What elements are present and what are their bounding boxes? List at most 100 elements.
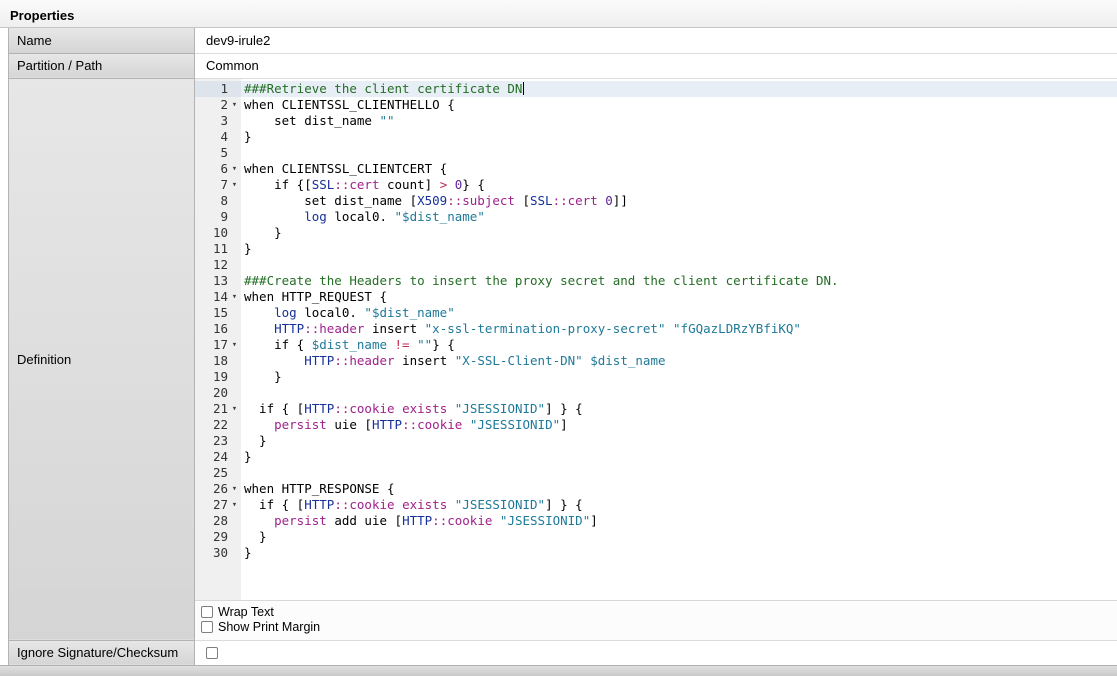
- table-row-partition: Partition / Path Common: [8, 53, 1117, 79]
- editor-line[interactable]: 1 ###Retrieve the client certificate DN: [195, 80, 1117, 97]
- fold-toggle-icon[interactable]: ▾: [231, 339, 238, 350]
- fold-spacer: [228, 385, 241, 401]
- fold-spacer: [228, 529, 241, 545]
- show-print-margin-checkbox[interactable]: [201, 621, 213, 633]
- editor-line[interactable]: 3 set dist_name "": [195, 113, 1117, 129]
- code-line-text[interactable]: log local0. "$dist_name": [304, 208, 485, 224]
- editor-line[interactable]: 11}: [195, 241, 1117, 257]
- line-number: 13: [212, 272, 228, 288]
- code-line-text[interactable]: if {[SSL::cert count] > 0} {: [244, 176, 485, 192]
- editor-line[interactable]: 25: [195, 465, 1117, 481]
- code-line-text[interactable]: if { $dist_name != ""} {: [244, 336, 455, 352]
- code-line-text[interactable]: ###Retrieve the client certificate DN: [241, 80, 1117, 97]
- fold-toggle-icon[interactable]: ▾: [231, 499, 238, 510]
- fold-spacer: [228, 145, 241, 161]
- code-line-text[interactable]: log local0. "$dist_name": [274, 304, 455, 320]
- editor-line[interactable]: 20: [195, 385, 1117, 401]
- editor-line[interactable]: 5: [195, 145, 1117, 161]
- editor-gutter-cell: 30: [195, 545, 241, 561]
- editor-line[interactable]: 14▾ when HTTP_REQUEST {: [195, 289, 1117, 305]
- fold-toggle-icon[interactable]: ▾: [231, 483, 238, 494]
- code-line-text[interactable]: }: [244, 224, 282, 240]
- code-line-text[interactable]: HTTP::header insert "X-SSL-Client-DN" $d…: [304, 352, 666, 368]
- editor-line[interactable]: 2▾when CLIENTSSL_CLIENTHELLO {: [195, 97, 1117, 113]
- code-line-text[interactable]: }: [244, 544, 252, 560]
- editor-line[interactable]: 6▾when CLIENTSSL_CLIENTCERT {: [195, 161, 1117, 177]
- editor-line[interactable]: 21▾ if { [HTTP::cookie exists "JSESSIONI…: [195, 401, 1117, 417]
- code-line-text[interactable]: }: [244, 432, 267, 448]
- fold-spacer: [228, 81, 241, 97]
- editor-gutter-cell: 28: [195, 513, 241, 529]
- editor-line[interactable]: 7▾ if {[SSL::cert count] > 0} {: [195, 177, 1117, 193]
- editor-line[interactable]: 28 persist add uie [HTTP::cookie "JSESSI…: [195, 513, 1117, 529]
- line-number: 11: [212, 240, 228, 256]
- editor-line[interactable]: 10 }: [195, 225, 1117, 241]
- line-number: 7: [220, 176, 228, 192]
- fold-toggle-icon[interactable]: ▾: [231, 99, 238, 110]
- editor-line[interactable]: 17▾ if { $dist_name != ""} {: [195, 337, 1117, 353]
- fold-spacer: [228, 433, 241, 449]
- editor-line[interactable]: 9 log local0. "$dist_name": [195, 209, 1117, 225]
- section-title: Properties: [10, 8, 75, 23]
- ignore-signature-checkbox[interactable]: [206, 646, 218, 659]
- line-number: 20: [212, 384, 228, 400]
- code-line-text[interactable]: if { [HTTP::cookie exists "JSESSIONID"] …: [244, 400, 583, 416]
- table-row-ignore-signature: Ignore Signature/Checksum: [8, 640, 1117, 666]
- editor-gutter-cell: 3: [195, 113, 241, 129]
- code-line-text[interactable]: }: [244, 240, 252, 256]
- code-line-text[interactable]: when CLIENTSSL_CLIENTCERT {: [244, 160, 448, 176]
- fold-toggle-icon[interactable]: ▾: [231, 403, 238, 414]
- wrap-text-checkbox[interactable]: [201, 606, 213, 618]
- editor-line[interactable]: 19 }: [195, 369, 1117, 385]
- editor-option[interactable]: Wrap Text: [201, 605, 1117, 620]
- editor-line[interactable]: 22 persist uie [HTTP::cookie "JSESSIONID…: [195, 417, 1117, 433]
- fold-spacer: [228, 545, 241, 561]
- code-line-text[interactable]: when HTTP_REQUEST {: [244, 288, 387, 304]
- code-line-text[interactable]: [241, 145, 1117, 161]
- code-line-text[interactable]: [241, 257, 1117, 273]
- editor-line[interactable]: 12: [195, 257, 1117, 273]
- code-line-text[interactable]: persist add uie [HTTP::cookie "JSESSIONI…: [274, 512, 598, 528]
- line-number: 21: [212, 400, 228, 416]
- code-line-text[interactable]: if { [HTTP::cookie exists "JSESSIONID"] …: [244, 496, 583, 512]
- line-number: 25: [212, 464, 228, 480]
- code-line-text[interactable]: when CLIENTSSL_CLIENTHELLO {: [244, 96, 455, 112]
- code-line-text[interactable]: set dist_name "": [244, 112, 395, 128]
- editor-line[interactable]: 18 HTTP::header insert "X-SSL-Client-DN"…: [195, 353, 1117, 369]
- editor-line[interactable]: 13 ###Create the Headers to insert the pr…: [195, 273, 1117, 289]
- editor-line[interactable]: 8 set dist_name [X509::subject [SSL::cer…: [195, 193, 1117, 209]
- fold-toggle-icon[interactable]: ▾: [231, 179, 238, 190]
- code-line-text[interactable]: when HTTP_RESPONSE {: [244, 480, 395, 496]
- fold-spacer: [228, 129, 241, 145]
- editor-line[interactable]: 24}: [195, 449, 1117, 465]
- code-line-text[interactable]: set dist_name [X509::subject [SSL::cert …: [244, 192, 628, 208]
- editor-line[interactable]: 27▾ if { [HTTP::cookie exists "JSESSIONI…: [195, 497, 1117, 513]
- editor-line[interactable]: 26▾when HTTP_RESPONSE {: [195, 481, 1117, 497]
- code-line-text[interactable]: persist uie [HTTP::cookie "JSESSIONID"]: [274, 416, 568, 432]
- code-line-text[interactable]: ###Create the Headers to insert the prox…: [244, 272, 839, 288]
- code-line-text[interactable]: [241, 465, 1117, 481]
- editor-line[interactable]: 23 }: [195, 433, 1117, 449]
- code-line-text[interactable]: }: [244, 128, 252, 144]
- fold-spacer: [228, 465, 241, 481]
- fold-spacer: [228, 513, 241, 529]
- code-line-text[interactable]: }: [244, 528, 267, 544]
- editor-line[interactable]: 4}: [195, 129, 1117, 145]
- code-line-text[interactable]: }: [244, 368, 282, 384]
- editor-line[interactable]: 15 log local0. "$dist_name": [195, 305, 1117, 321]
- code-line-text[interactable]: HTTP::header insert "x-ssl-termination-p…: [274, 320, 801, 336]
- line-number: 14: [212, 288, 228, 304]
- fold-toggle-icon[interactable]: ▾: [231, 291, 238, 302]
- editor-option[interactable]: Show Print Margin: [201, 620, 1117, 635]
- editor-line[interactable]: 29 }: [195, 529, 1117, 545]
- editor-line[interactable]: 30}: [195, 545, 1117, 561]
- editor-line[interactable]: 16 HTTP::header insert "x-ssl-terminatio…: [195, 321, 1117, 337]
- line-number: 1: [220, 80, 228, 96]
- code-line-text[interactable]: }: [244, 448, 252, 464]
- line-number: 9: [220, 208, 228, 224]
- fold-toggle-icon[interactable]: ▾: [231, 163, 238, 174]
- editor-gutter-cell: 20: [195, 385, 241, 401]
- code-line-text[interactable]: [241, 385, 1117, 401]
